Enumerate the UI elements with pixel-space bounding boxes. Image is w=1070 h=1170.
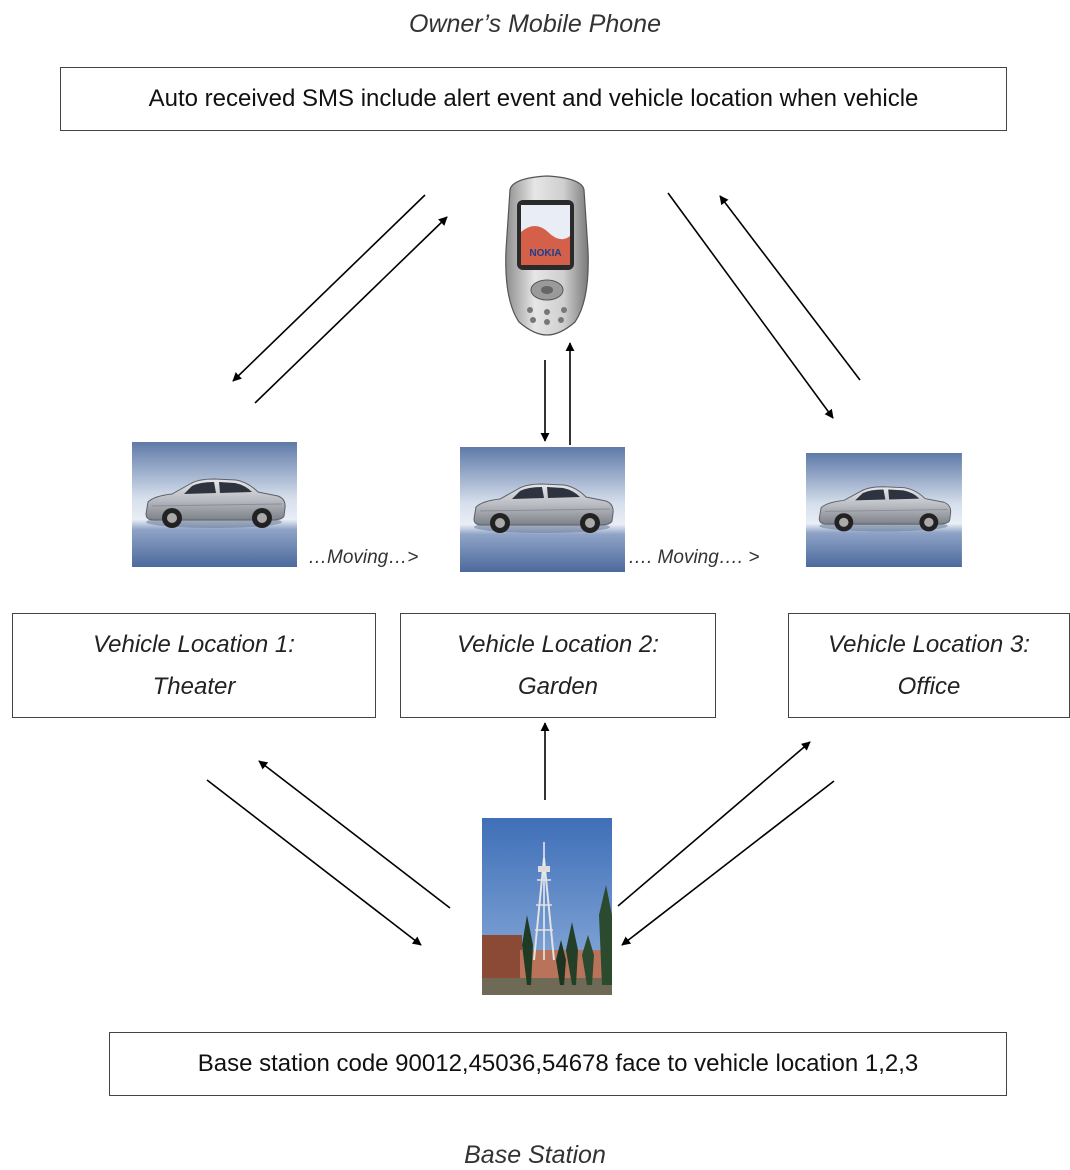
vehicle-location-2-place: Garden [517, 672, 599, 700]
vehicle-2-image [459, 446, 626, 573]
arrow-location-3-to-base [621, 780, 835, 946]
arrow-base-to-location-3 [617, 741, 811, 907]
vehicle-location-2-title: Vehicle Location 2: [457, 630, 659, 658]
arrow-base-to-location-1 [258, 760, 451, 909]
arrow-phone-to-vehicle-1 [232, 194, 426, 382]
vehicle-location-2-box: Vehicle Location 2: Garden [400, 613, 716, 718]
arrow-vehicle-1-to-phone [254, 216, 448, 404]
nokia-brand-text: NOKIA [529, 248, 561, 259]
arrow-phone-to-vehicle-3 [667, 192, 834, 419]
nokia-phone-image: NOKIA [498, 174, 596, 336]
arrow-location-1-to-base [206, 779, 422, 946]
moving-label-1: …Moving…> [308, 547, 419, 568]
sms-alert-box: Auto received SMS include alert event an… [60, 67, 1007, 131]
vehicle-location-1-title: Vehicle Location 1: [93, 630, 295, 658]
base-station-caption: Base Station [464, 1141, 606, 1169]
vehicle-3-image [805, 452, 963, 568]
vehicle-location-3-title: Vehicle Location 3: [828, 630, 1030, 658]
sms-alert-text: Auto received SMS include alert event an… [148, 85, 919, 112]
moving-label-2: …. Moving…. > [628, 547, 760, 568]
owners-mobile-phone-caption: Owner’s Mobile Phone [409, 10, 661, 38]
arrow-vehicle-3-to-phone [719, 195, 861, 381]
base-station-tower-image [482, 818, 612, 995]
vehicle-location-3-place: Office [897, 672, 961, 700]
vehicle-location-1-place: Theater [152, 672, 236, 700]
vehicle-location-1-box: Vehicle Location 1: Theater [12, 613, 376, 718]
vehicle-1-image [131, 441, 298, 568]
vehicle-location-3-box: Vehicle Location 3: Office [788, 613, 1070, 718]
base-station-code-text: Base station code 90012,45036,54678 face… [197, 1050, 919, 1077]
base-station-code-box: Base station code 90012,45036,54678 face… [109, 1032, 1007, 1096]
